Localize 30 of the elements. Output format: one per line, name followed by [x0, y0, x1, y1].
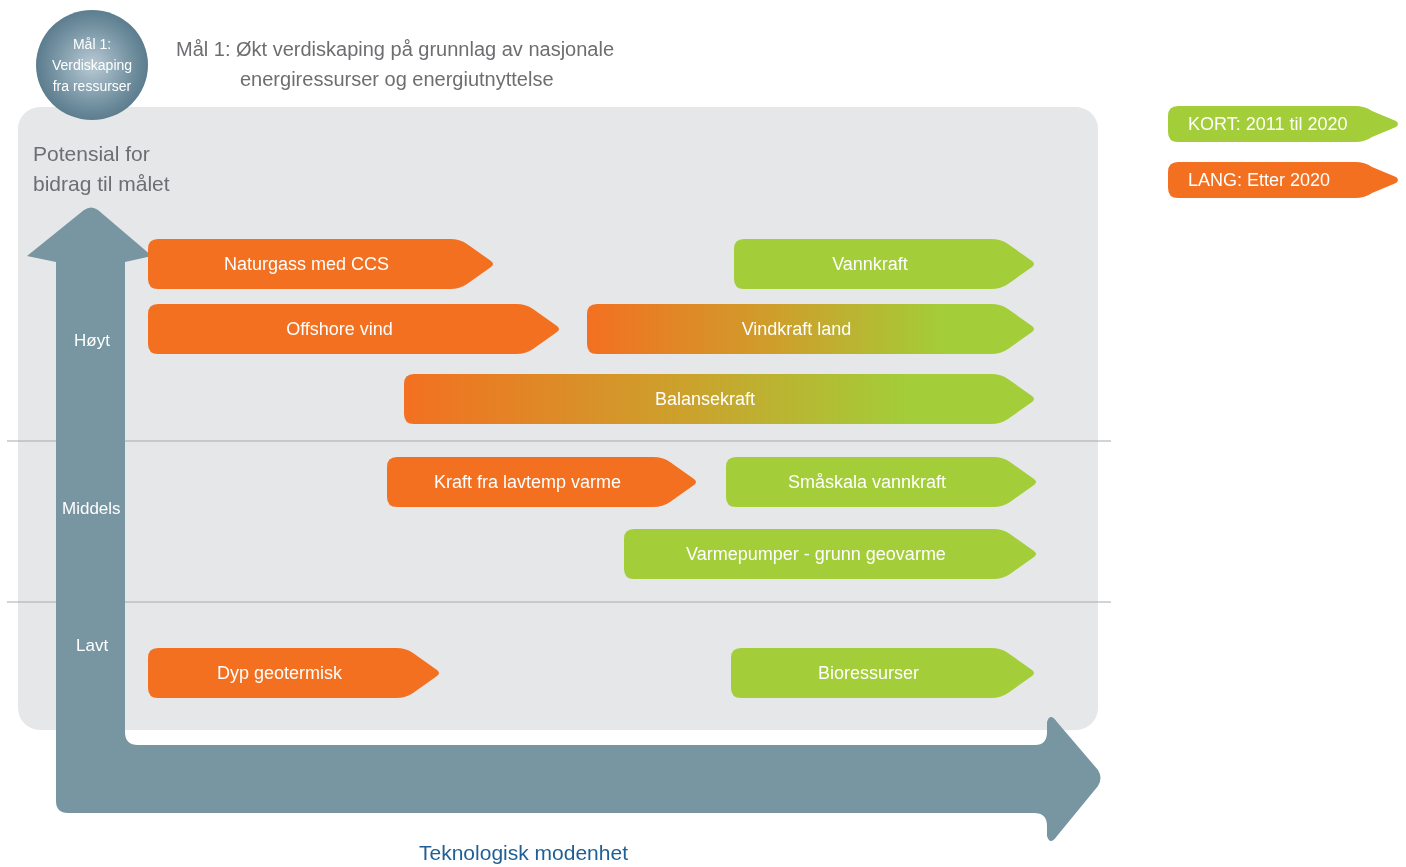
timeline-bar [148, 648, 441, 698]
bar-label: Offshore vind [286, 318, 394, 340]
timeline-bar [148, 304, 561, 354]
axis-level-label: Lavt [76, 636, 109, 656]
bar-label: Vindkraft land [741, 318, 853, 340]
bar-label: Kraft fra lavtemp varme [433, 471, 623, 493]
axis-level-label: Middels [62, 499, 121, 519]
axis-title: Potensial for bidrag til målet [33, 141, 171, 197]
bar-label: Vannkraft [832, 253, 909, 275]
timeline-bar [148, 239, 495, 289]
timeline-bar [731, 648, 1036, 698]
timeline-bar [726, 457, 1038, 507]
bar-label: Småskala vannkraft [787, 471, 948, 493]
bar-label: Naturgass med CCS [223, 253, 391, 275]
bar-label: Bioressurser [818, 662, 920, 684]
goal-text: Mål 1: Verdiskaping fra ressurser [50, 34, 134, 96]
timeline-bar [734, 239, 1036, 289]
bar-label: Varmepumper - grunn geovarme [686, 543, 947, 565]
axis-level-label: Høyt [74, 331, 110, 351]
bar-label: Balansekraft [654, 388, 757, 410]
axis-label: Teknologisk modenhet [419, 841, 628, 865]
timeline-bar [404, 374, 1036, 424]
timeline-bar [624, 529, 1038, 579]
panel-background [18, 107, 1098, 730]
timeline-bar [387, 457, 698, 507]
legend-label: KORT: 2011 til 2020 [1188, 114, 1348, 135]
title: Mål 1: Økt verdiskaping på grunnlag av nasjonale energiressurser og energiutnyttelse [176, 37, 616, 92]
bar-label: Dyp geotermisk [216, 662, 343, 684]
legend-label: LANG: Etter 2020 [1188, 170, 1331, 191]
timeline-bar [587, 304, 1036, 354]
